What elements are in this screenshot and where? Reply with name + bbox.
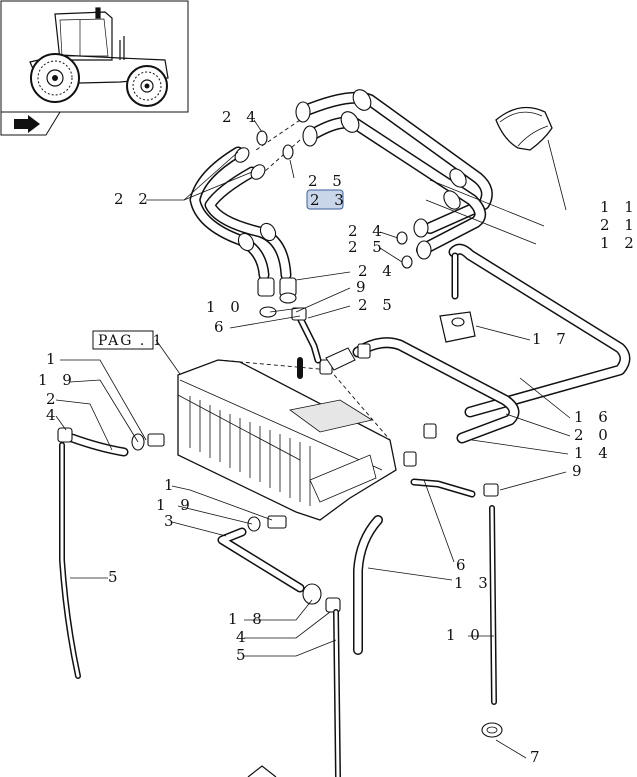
bypass-pipe-lower [410,478,503,738]
callout-7: 7 [530,748,545,766]
page-reference-text: PAG . 1 [98,333,164,349]
callout-23[interactable]: 2 3 [310,191,349,209]
page-reference-box[interactable]: PAG . 1 [92,330,164,350]
bypass-pipe-upper [291,307,322,364]
tractor-thumbnail-icon[interactable] [0,0,189,113]
callout-4: 4 [236,628,251,646]
hose-13 [353,515,383,655]
callout-11: 1 1 [600,198,637,216]
callout-9: 9 [572,462,587,480]
hose-sleeve-cover [495,106,553,151]
callout-24: 2 4 [348,222,387,240]
callout-12: 1 2 [600,234,637,252]
callout-2: 2 [46,390,61,408]
callout-19: 1 9 [156,496,195,514]
callout-6: 6 [214,318,229,336]
callout-24: 2 4 [222,108,261,126]
callout-10: 1 0 [446,626,485,644]
hose-clamps [256,130,413,318]
callout-25: 2 5 [308,172,347,190]
callout-24: 2 4 [358,262,397,280]
callout-21: 2 1 [600,216,637,234]
callout-20: 2 0 [574,426,613,444]
next-page-arrow-icon[interactable] [0,111,61,136]
right-hoses [297,243,631,467]
leader-lines [55,119,571,759]
callout-5: 5 [236,646,251,664]
callout-6: 6 [456,556,471,574]
callout-18: 1 8 [228,610,267,628]
callout-25: 2 5 [348,238,387,256]
callout-9: 9 [356,278,371,296]
callout-17: 1 7 [532,330,571,348]
heater-hoses [189,146,297,297]
callout-4: 4 [46,406,61,424]
callout-25: 1 0 [206,298,245,316]
callout-10: 2 5 [358,296,397,314]
callout-3: 3 [164,512,179,530]
callout-5: 5 [108,568,123,586]
highlighted-callout-box[interactable] [306,189,344,210]
radiator-unit [177,359,397,521]
callout-1: 1 [164,476,179,494]
left-hoses [57,427,165,679]
page-corner-mark [247,765,277,777]
callout-1: 1 [46,350,61,368]
callout-14: 1 4 [574,444,613,462]
callout-16: 1 6 [574,408,613,426]
callout-labels: 2 4 2 5 2 3 2 2 2 4 2 5 2 4 9 2 5 1 0 6 … [38,108,637,766]
callout-13: 1 3 [454,574,493,592]
callout-22: 2 2 [114,190,153,208]
upper-hose-assembly [295,89,493,260]
callout-19: 1 9 [38,371,77,389]
lower-hoses [217,515,341,777]
